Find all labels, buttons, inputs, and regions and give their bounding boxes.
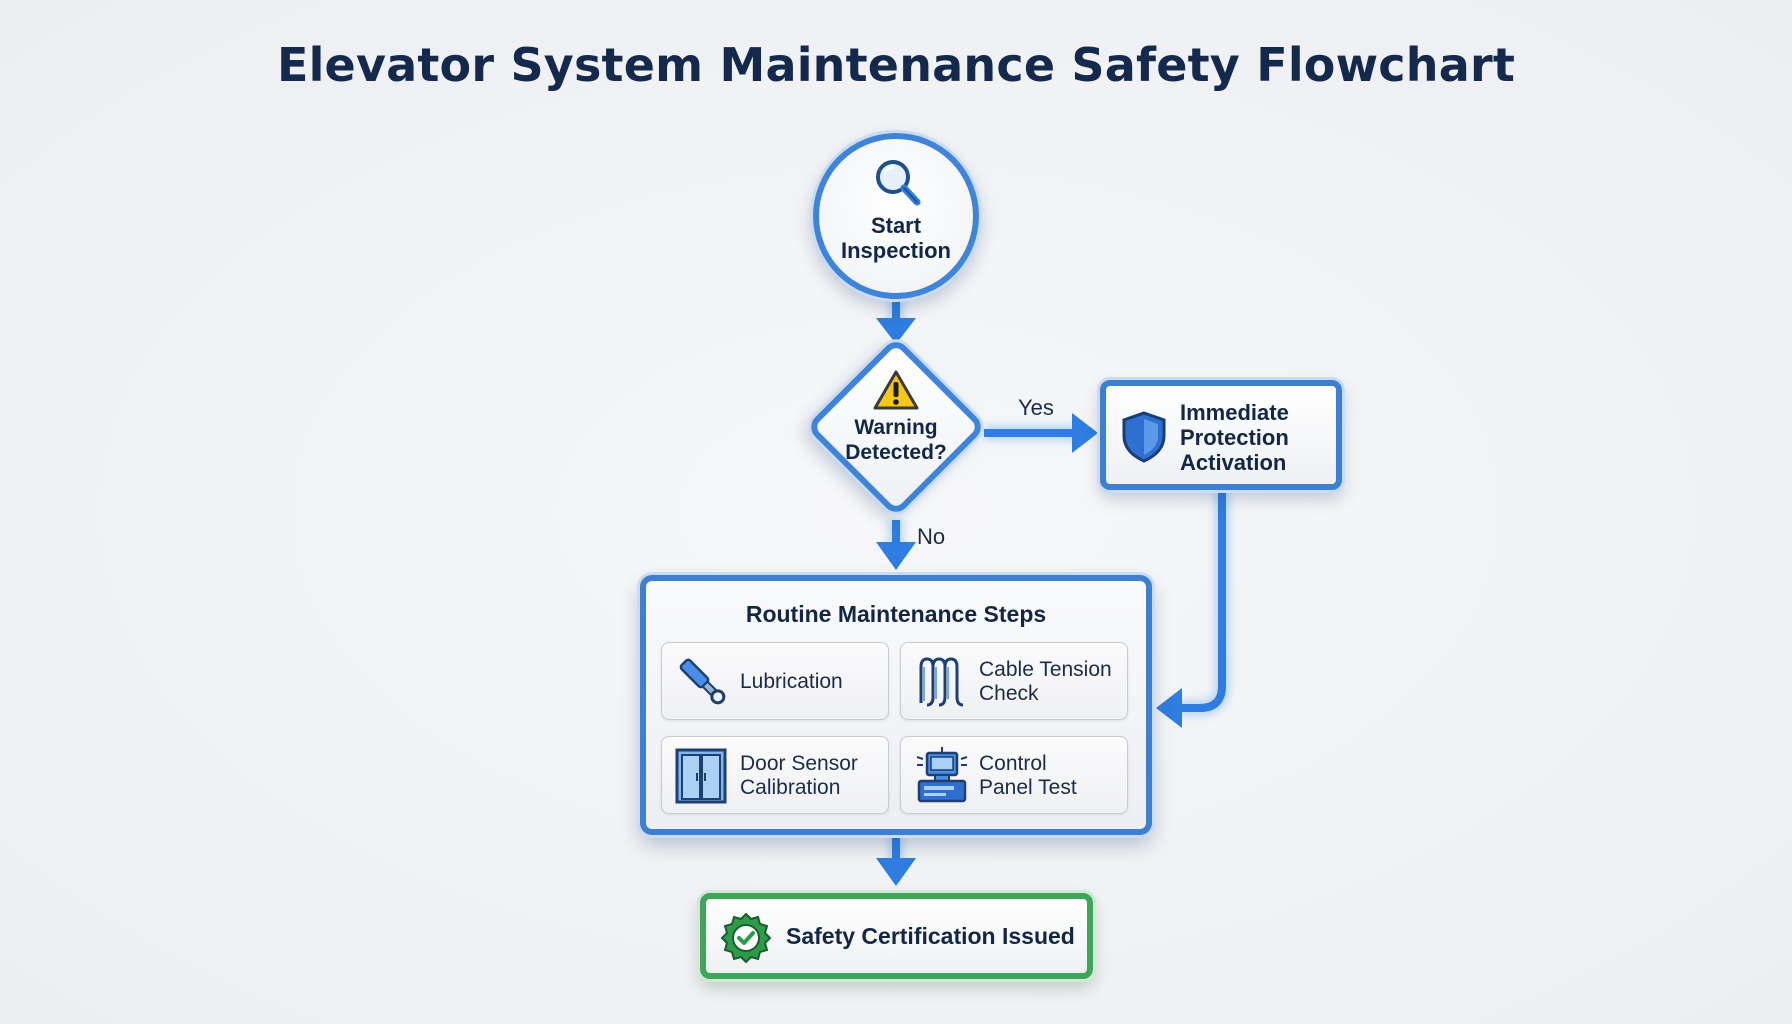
check-badge-icon [720, 912, 772, 968]
routine-maintenance-title: Routine Maintenance Steps [745, 601, 1047, 627]
step-door-sensor-label: Door Sensor Calibration [740, 752, 858, 799]
shield-icon [1120, 410, 1168, 469]
oil-can-icon [674, 653, 732, 716]
arrow-decision-no [876, 520, 916, 570]
warning-decision-label: Warning Detected? [845, 416, 947, 464]
warning-icon [872, 369, 920, 416]
step-cable-tension: Cable Tension Check [900, 642, 1128, 720]
control-panel-icon [913, 747, 971, 810]
cable-coil-icon [913, 653, 971, 716]
start-inspection-label: Start Inspection [840, 213, 951, 263]
yes-label: Yes [1018, 395, 1054, 420]
routine-maintenance-group: Routine Maintenance Steps Lubrication [640, 575, 1152, 835]
immediate-protection-node: Immediate Protection Activation [1100, 380, 1342, 490]
no-label: No [917, 524, 946, 549]
warning-decision-content: Warning Detected? [816, 366, 976, 490]
step-door-sensor: Door Sensor Calibration [661, 736, 889, 814]
safety-certification-node: Safety Certification Issued [700, 893, 1093, 979]
immediate-protection-label: Immediate Protection Activation [1180, 400, 1289, 475]
arrow-start-to-decision [876, 298, 916, 344]
safety-certification-label: Safety Certification Issued [786, 922, 1075, 949]
page-title: Elevator System Maintenance Safety Flowc… [276, 38, 1516, 92]
start-inspection-node: Start Inspection [813, 133, 979, 299]
arrow-protection-to-routine [1156, 490, 1226, 728]
elevator-door-icon [674, 747, 728, 810]
arrow-decision-yes [984, 413, 1098, 453]
step-lubrication-label: Lubrication [740, 670, 843, 693]
step-control-panel: Control Panel Test [900, 736, 1128, 814]
step-lubrication: Lubrication [661, 642, 889, 720]
step-cable-tension-label: Cable Tension Check [979, 658, 1112, 705]
magnifier-icon [873, 157, 923, 214]
step-control-panel-label: Control Panel Test [979, 752, 1077, 799]
arrow-routine-to-certification [876, 836, 916, 886]
